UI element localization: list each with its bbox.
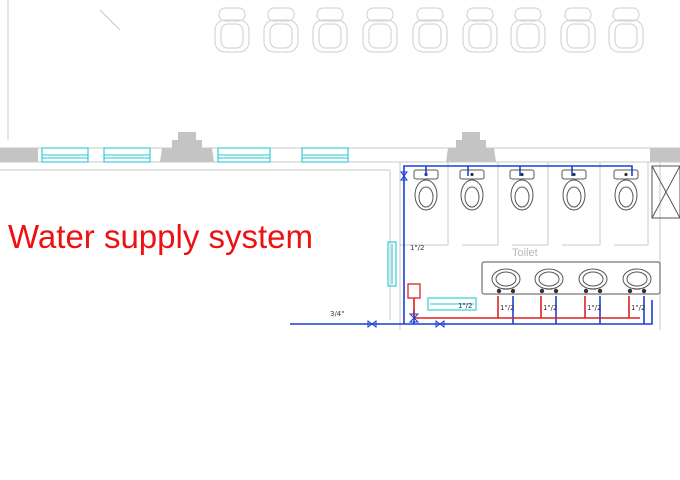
wash-basins [491,268,652,294]
pipe-size-label-basin-4: 1"/2 [631,304,646,312]
window-2 [103,147,151,163]
window-4 [301,147,349,163]
chair [510,7,546,53]
svg-text:3/4": 3/4" [330,310,345,318]
chair [362,7,398,53]
pipe-size-label-basin-3: 1"/2 [587,304,602,312]
svg-text:1"/2: 1"/2 [631,304,646,312]
wc-toilet [561,169,587,211]
wc-toilet [509,169,535,211]
wash-basin [578,268,608,294]
urinal-panel [387,241,397,287]
svg-text:1"/2: 1"/2 [500,304,515,312]
toilet-room-walls [399,162,661,330]
service-sink [427,297,477,311]
window-3 [217,147,271,163]
pipe-size-label-basin-2: 1"/2 [543,304,558,312]
chair [312,7,348,53]
diagram-title: Water supply system [8,218,314,255]
pipe-size-label-basin-1: 1"/2 [500,304,515,312]
water-heater [407,283,421,299]
window-1 [41,147,89,163]
wash-basin [622,268,652,294]
pipe-size-label-branch: 1"/2 [458,302,473,310]
chair [412,7,448,53]
chair [214,7,250,53]
partition-line [99,9,121,31]
wc-toilet [459,169,485,211]
room-label: Toilet [512,247,538,259]
wash-basin [491,268,521,294]
chair [263,7,299,53]
chair [608,7,644,53]
wc-fixtures [413,169,639,211]
pipe-size-label-riser: 1"/2 [410,244,425,252]
pipe-size-label-main: 3/4" [330,310,345,318]
svg-text:1"/2: 1"/2 [410,244,425,252]
vanity-counter [481,261,661,295]
valve-icons [367,171,445,328]
svg-text:1"/2: 1"/2 [587,304,602,312]
svg-text:1"/2: 1"/2 [543,304,558,312]
svg-text:1"/2: 1"/2 [458,302,473,310]
chair-row [214,7,644,53]
wc-toilet [613,169,639,211]
service-shaft [651,165,680,219]
wash-basin [534,268,564,294]
chair [462,7,498,53]
chair [560,7,596,53]
hot-water-pipes [413,296,640,319]
